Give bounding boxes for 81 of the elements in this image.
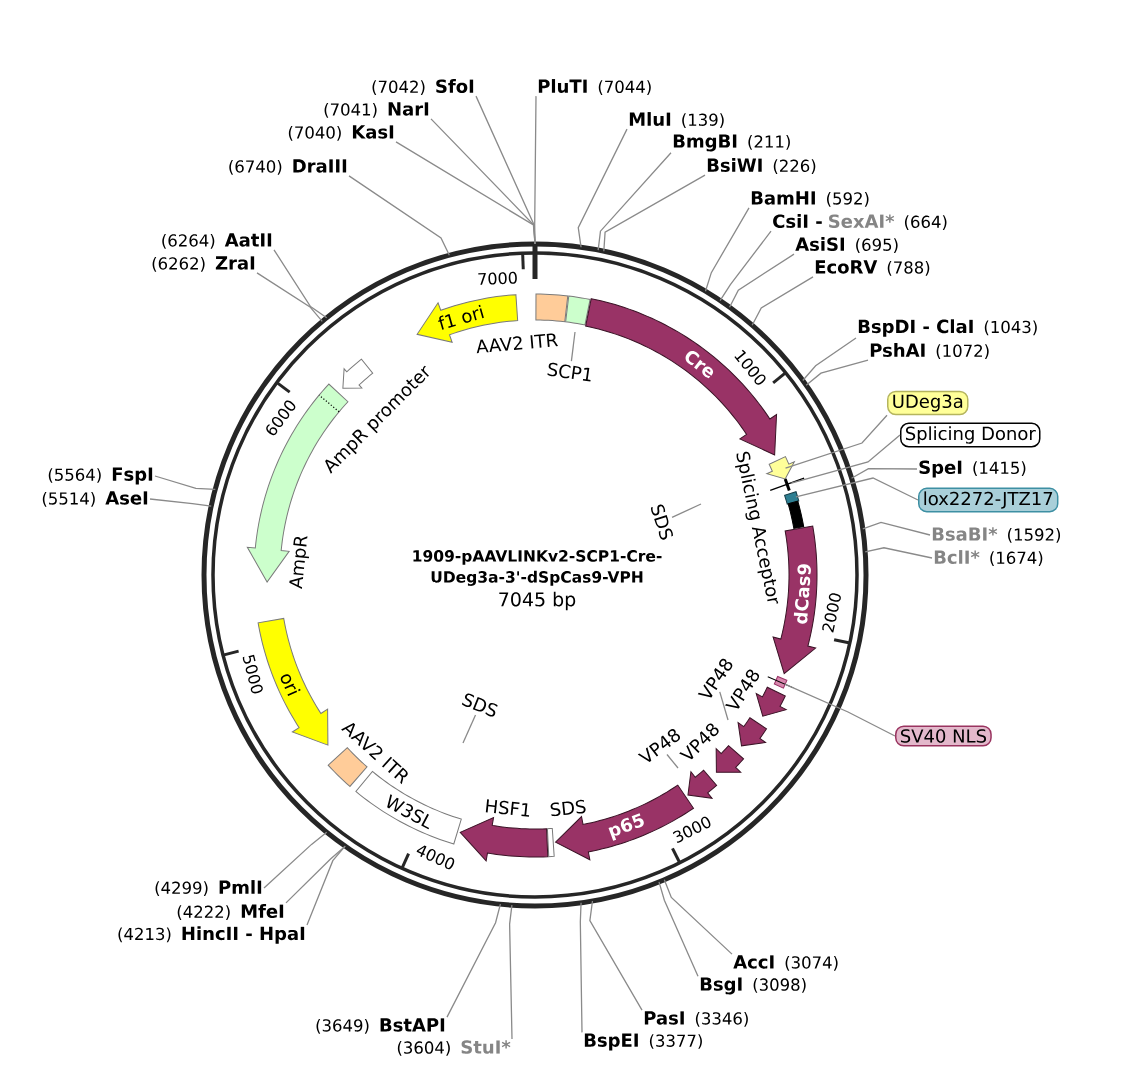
leader-line (462, 714, 477, 744)
feature-box (784, 491, 800, 505)
map-feature (766, 456, 795, 480)
leader-line (805, 359, 869, 386)
leader-line (154, 475, 216, 490)
enzyme-site-label: (6262) ZraI (152, 256, 255, 272)
leader-line (784, 683, 896, 737)
leader-line (802, 337, 857, 382)
leader-line (348, 175, 450, 256)
callout-box: Splicing Donor (900, 422, 1041, 448)
leader-line (508, 904, 513, 1040)
feature-label: SDS (461, 693, 498, 717)
enzyme-site-label: BamHI (592) (751, 191, 869, 207)
feature-marker (769, 477, 805, 491)
leader-line (704, 207, 750, 292)
enzyme-site-label: (4222) MfeI (177, 904, 284, 920)
enzyme-site-label: BsgI (3098) (700, 977, 806, 995)
enzyme-site-label: AsiSI (695) (795, 237, 898, 253)
leader-line (579, 902, 583, 1033)
leader-line (864, 547, 933, 559)
map-title: 1909-pAAVLINKv2-SCP1-Cre-UDeg3a-3'-dSpCas9-VPH (413, 550, 662, 586)
feature-label: SDS (651, 504, 673, 540)
leader-line (149, 498, 212, 507)
leader-line (475, 95, 536, 245)
leader-line (784, 414, 888, 469)
enzyme-site-label: (5564) FspI (48, 467, 153, 485)
enzyme-site-label: (4299) PmlI (155, 880, 262, 896)
enzyme-site-label: BspEI (3377) (584, 1033, 702, 1051)
leader-line (751, 276, 814, 326)
enzyme-site-label: PshAI (1072) (870, 343, 989, 359)
leader-line (263, 831, 328, 889)
leader-line (597, 152, 672, 251)
sequence-length: 7045 bp (499, 591, 576, 611)
leader-line (719, 230, 772, 302)
callout-box: lox2272-JTZ17 (918, 487, 1059, 513)
enzyme-site-label: (4213) HincII - HpaI (118, 926, 305, 944)
leader-line (273, 249, 328, 319)
callout-box: UDeg3a (887, 390, 969, 416)
leader-line (285, 845, 346, 904)
leader-line (256, 272, 323, 323)
enzyme-site-label: BspDI - ClaI (1043) (858, 319, 1037, 337)
enzyme-site-label: MluI (139) (629, 112, 724, 128)
leader-line (663, 879, 733, 955)
leader-line (728, 253, 795, 308)
enzyme-site-label: BsiWI (226) (707, 158, 816, 174)
enzyme-site-label: SpeI (1415) (919, 460, 1026, 478)
leader-line (589, 900, 643, 1011)
enzyme-site-label: PasI (3346) (644, 1011, 748, 1027)
enzyme-site-label: (6264) AatII (162, 233, 272, 249)
enzyme-site-label: CsiI - SexAI* (664) (773, 214, 947, 230)
tick-label: 7000 (478, 271, 517, 285)
leader-line (666, 753, 679, 769)
tick-label: 4000 (416, 845, 455, 870)
enzyme-site-label: (3649) BstAPI (316, 1018, 445, 1034)
leader-line (719, 691, 729, 721)
leader-line (862, 521, 931, 536)
leader-line (570, 331, 576, 362)
leader-line (306, 845, 346, 926)
map-feature: HSF1 (459, 799, 549, 862)
leader-line (658, 881, 699, 977)
enzyme-site-label: (3604) StuI* (397, 1040, 511, 1056)
enzyme-site-label: BclI* (1674) (934, 550, 1043, 566)
leader-line (795, 477, 919, 501)
enzyme-site-label: BsaBI* (1592) (932, 527, 1061, 543)
enzyme-site-label: (7040) KasI (288, 125, 394, 141)
enzyme-site-label: (5514) AseI (42, 491, 148, 507)
enzyme-site-label: AccI (3074) (733, 955, 838, 971)
enzyme-site-label: (7041) NarI (324, 102, 429, 118)
enzyme-site-label: (7042) SfoI (372, 79, 474, 95)
enzyme-site-label: BmgBI (211) (673, 134, 790, 152)
leader-line (446, 903, 502, 1018)
enzyme-site-label: PluTI (7044) (538, 79, 651, 95)
leader-line (577, 128, 628, 248)
leader-line (790, 434, 901, 484)
leader-line (850, 468, 918, 479)
callout-box: SV40 NLS (895, 725, 992, 747)
leader-line (671, 503, 702, 518)
enzyme-site-label: EcoRV (788) (815, 260, 930, 276)
leader-line (603, 174, 706, 252)
enzyme-site-label: (6740) DraIII (229, 159, 347, 175)
node-label: HSF1 (485, 799, 530, 817)
